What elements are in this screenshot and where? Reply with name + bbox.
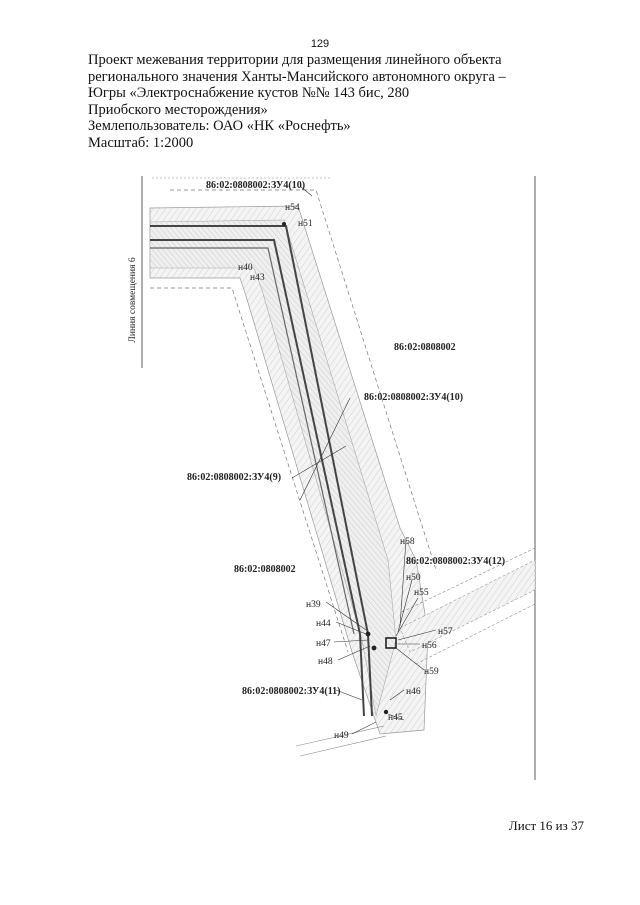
point-label-n51: н51 xyxy=(298,219,313,229)
quarter-label-upper: 86:02:0808002 xyxy=(394,342,456,353)
header-title-line-1: Проект межевания территории для размещен… xyxy=(88,52,502,68)
point-label-n40: н40 xyxy=(238,263,253,273)
point-marker-n45 xyxy=(383,709,389,715)
point-label-n49: н49 xyxy=(334,731,349,741)
point-label-n48: н48 xyxy=(318,657,333,667)
point-marker-n39 xyxy=(365,631,371,637)
header-scale: Масштаб: 1:2000 xyxy=(88,134,194,151)
parcel-label-zu4-10-top: 86:02:0808002:ЗУ4(10) xyxy=(206,180,305,191)
point-label-n54: н54 xyxy=(285,203,300,213)
header-title-line-4: Приобского месторождения» xyxy=(88,101,268,118)
line-object-route-2 xyxy=(150,239,365,717)
header-land-user: Землепользователь: ОАО «НК «Роснефть» xyxy=(88,118,351,135)
point-label-n47: н47 xyxy=(316,639,331,649)
header-title-line-2: регионального значения Ханты-Мансийского… xyxy=(88,68,506,85)
point-label-n50: н50 xyxy=(406,573,421,583)
line-object-route-3 xyxy=(150,247,355,635)
leader-lines xyxy=(291,185,437,735)
support-marker-square xyxy=(385,637,397,649)
parcel-label-zu4-12: 86:02:0808002:ЗУ4(12) xyxy=(406,556,505,567)
point-marker-n54 xyxy=(282,222,286,226)
page-number: 129 xyxy=(310,38,330,50)
quarter-label-left: 86:02:0808002 xyxy=(234,564,296,575)
point-label-n39: н39 xyxy=(306,600,321,610)
point-marker-n48 xyxy=(371,645,377,651)
combination-line-label: Линия совмещения 6 xyxy=(128,257,138,342)
point-label-n46: н46 xyxy=(406,687,421,697)
point-label-n56: н56 xyxy=(422,641,437,651)
point-label-n58: н58 xyxy=(400,537,415,547)
point-label-n44: н44 xyxy=(316,619,331,629)
parcel-zu4-9-area xyxy=(149,219,397,717)
header-title-line-3: Югры «Электроснабжение кустов №№ 143 бис… xyxy=(88,85,410,102)
point-label-n59: н59 xyxy=(424,667,439,677)
crossing-road-edge-upper xyxy=(401,547,536,613)
parcel-label-zu4-9: 86:02:0808002:ЗУ4(9) xyxy=(187,472,281,483)
parcel-label-zu4-10-mid: 86:02:0808002:ЗУ4(10) xyxy=(364,392,463,403)
crossing-road-edge-lower xyxy=(415,603,536,665)
road-lower-left-2 xyxy=(299,735,387,757)
boundary-dashed-lower xyxy=(150,287,349,653)
sheet-number: Лист 16 из 37 xyxy=(508,818,584,833)
point-label-n57: н57 xyxy=(438,627,453,637)
point-label-n45: н45 xyxy=(388,713,403,723)
crossing-road-area xyxy=(399,559,536,653)
line-object-route-1 xyxy=(150,225,373,717)
point-label-n43: н43 xyxy=(250,273,265,283)
parcel-label-zu4-11: 86:02:0808002:ЗУ4(11) xyxy=(242,686,340,697)
road-lower-left-1 xyxy=(295,725,385,747)
document-header: Проект межевания территории для размещен… xyxy=(88,52,558,152)
point-label-n55: н55 xyxy=(414,588,429,598)
